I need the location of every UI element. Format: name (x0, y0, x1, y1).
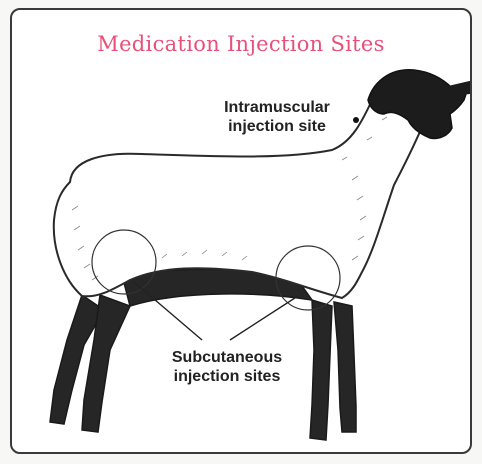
subcutaneous-label: Subcutaneous injection sites (152, 348, 302, 386)
sheep-illustration (12, 10, 472, 454)
subcutaneous-label-text: Subcutaneous injection sites (172, 349, 282, 385)
intramuscular-label: Intramuscular injection site (197, 98, 357, 136)
sheep-ear (448, 80, 472, 96)
subcutaneous-pointer-front (230, 296, 298, 340)
intramuscular-label-text: Intramuscular injection site (224, 99, 330, 135)
diagram-title: Medication Injection Sites (12, 32, 470, 56)
diagram-card: Medication Injection Sites Intramuscular… (10, 8, 472, 454)
